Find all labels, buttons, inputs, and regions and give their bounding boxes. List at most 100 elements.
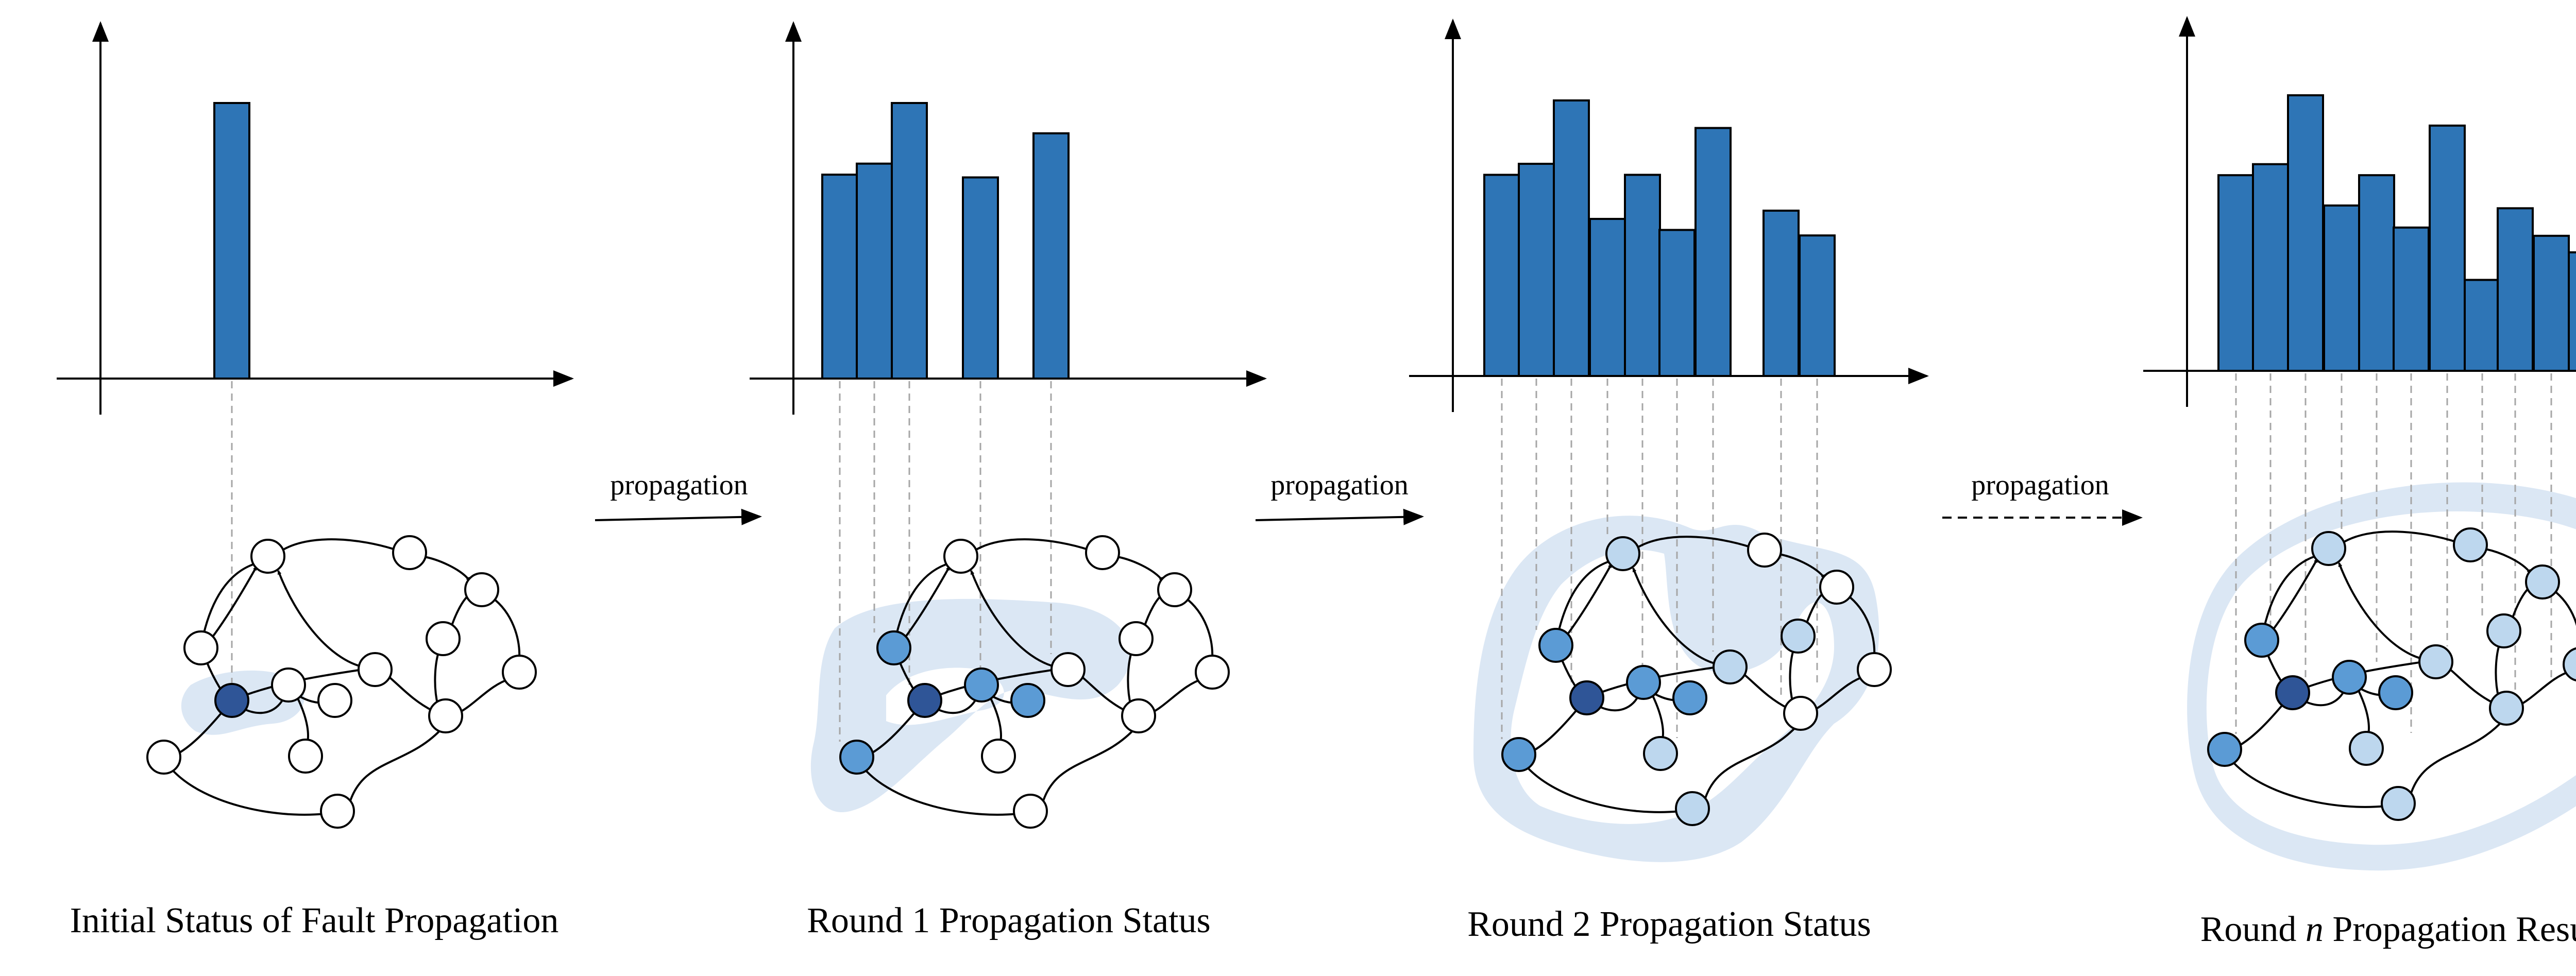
edge-5 [2518, 670, 2571, 707]
edge-8 [2338, 562, 2425, 660]
node-6 [1013, 794, 1048, 829]
graph-nodes [146, 535, 537, 829]
node-0 [1605, 536, 1640, 571]
node-5 [1713, 649, 1748, 684]
edge-8 [277, 570, 364, 668]
graph-edges [862, 538, 1215, 816]
edge-0 [1635, 536, 1752, 550]
edge-9 [2446, 666, 2494, 704]
bar-0 [2217, 174, 2255, 372]
node-7 [981, 739, 1016, 774]
bar-6 [2429, 124, 2466, 372]
bar-1 [1518, 163, 1555, 377]
node-13 [1781, 619, 1816, 654]
bar-2 [891, 102, 928, 380]
caption-round-n-suffix: Propagation Results [2332, 910, 2576, 949]
edge-10 [937, 668, 1056, 696]
bar-0 [821, 174, 858, 380]
bar-9 [2533, 234, 2570, 372]
node-10 [1569, 680, 1604, 715]
node-4 [2489, 691, 2524, 726]
node-3 [2563, 647, 2576, 682]
node-2 [464, 572, 499, 607]
chart-axes [57, 21, 574, 415]
edge-3 [1565, 563, 1613, 637]
edge-15 [169, 766, 325, 816]
panel-0 [57, 21, 574, 829]
edge-15 [2230, 759, 2386, 809]
bar-1 [2252, 163, 2289, 372]
edge-2 [2263, 554, 2319, 627]
node-6 [2381, 786, 2416, 821]
edge-5 [1150, 678, 1204, 714]
node-12 [1010, 683, 1045, 718]
edge-4 [1184, 596, 1215, 660]
edge-14 [1650, 692, 1665, 742]
graph-nodes [1501, 533, 1892, 826]
bar-5 [2393, 226, 2430, 372]
propagation-label-1: propagation [610, 469, 748, 501]
bar-4 [2358, 174, 2395, 372]
edge-4 [491, 596, 522, 660]
node-8 [183, 630, 218, 665]
edge-7 [434, 649, 440, 706]
graph-nodes [839, 535, 1230, 829]
edge-16 [1040, 726, 1137, 808]
node-4 [1121, 698, 1156, 733]
node-9 [146, 740, 181, 775]
node-11 [2332, 660, 2367, 695]
bars [2217, 94, 2576, 372]
node-12 [1672, 680, 1707, 715]
bar-4 [1624, 174, 1661, 377]
node-0 [250, 539, 285, 574]
edge-10 [2305, 660, 2424, 689]
edge-16 [347, 726, 444, 808]
edge-10 [1599, 665, 1718, 694]
node-1 [2453, 527, 2488, 562]
edge-9 [1078, 674, 1126, 712]
bar-10 [2568, 251, 2576, 372]
edge-5 [457, 678, 511, 714]
edge-16 [2408, 718, 2505, 800]
node-5 [2418, 644, 2453, 679]
node-12 [317, 683, 352, 718]
node-9 [2207, 732, 2242, 767]
node-7 [1643, 736, 1678, 771]
node-6 [1675, 791, 1710, 826]
bar-6 [1032, 132, 1070, 380]
edge-16 [1702, 724, 1799, 806]
edge-2 [895, 562, 951, 635]
node-1 [392, 535, 427, 570]
caption-round-n-variable: n [2305, 910, 2324, 949]
bars [821, 102, 1070, 380]
node-0 [2311, 531, 2346, 566]
node-3 [502, 655, 537, 690]
node-10 [2275, 675, 2310, 710]
node-4 [1783, 696, 1818, 731]
edge-5 [1812, 675, 1866, 712]
node-5 [1050, 652, 1086, 687]
edge-4 [1846, 594, 1877, 657]
edge-15 [1524, 764, 1680, 814]
node-3 [1195, 655, 1230, 690]
propagation-label-2: propagation [1270, 469, 1409, 501]
caption-round-2: Round 2 Propagation Status [1467, 904, 1871, 944]
node-9 [1501, 737, 1536, 772]
graph-nodes [2207, 527, 2576, 821]
bar-2 [2287, 94, 2324, 372]
bar-4 [962, 176, 999, 380]
bar-3 [2323, 204, 2360, 372]
node-11 [964, 667, 999, 703]
node-2 [1819, 570, 1854, 605]
edge-0 [973, 538, 1090, 552]
edge-12 [1531, 706, 1580, 753]
propagation-region [1473, 516, 1879, 862]
edge-15 [862, 766, 1018, 816]
bar-2 [1553, 99, 1590, 377]
edge-1 [2482, 547, 2532, 574]
edge-12 [869, 709, 918, 756]
panel-3 [2143, 16, 2576, 871]
node-9 [839, 740, 874, 775]
node-8 [2244, 623, 2279, 658]
edge-2 [202, 562, 258, 635]
